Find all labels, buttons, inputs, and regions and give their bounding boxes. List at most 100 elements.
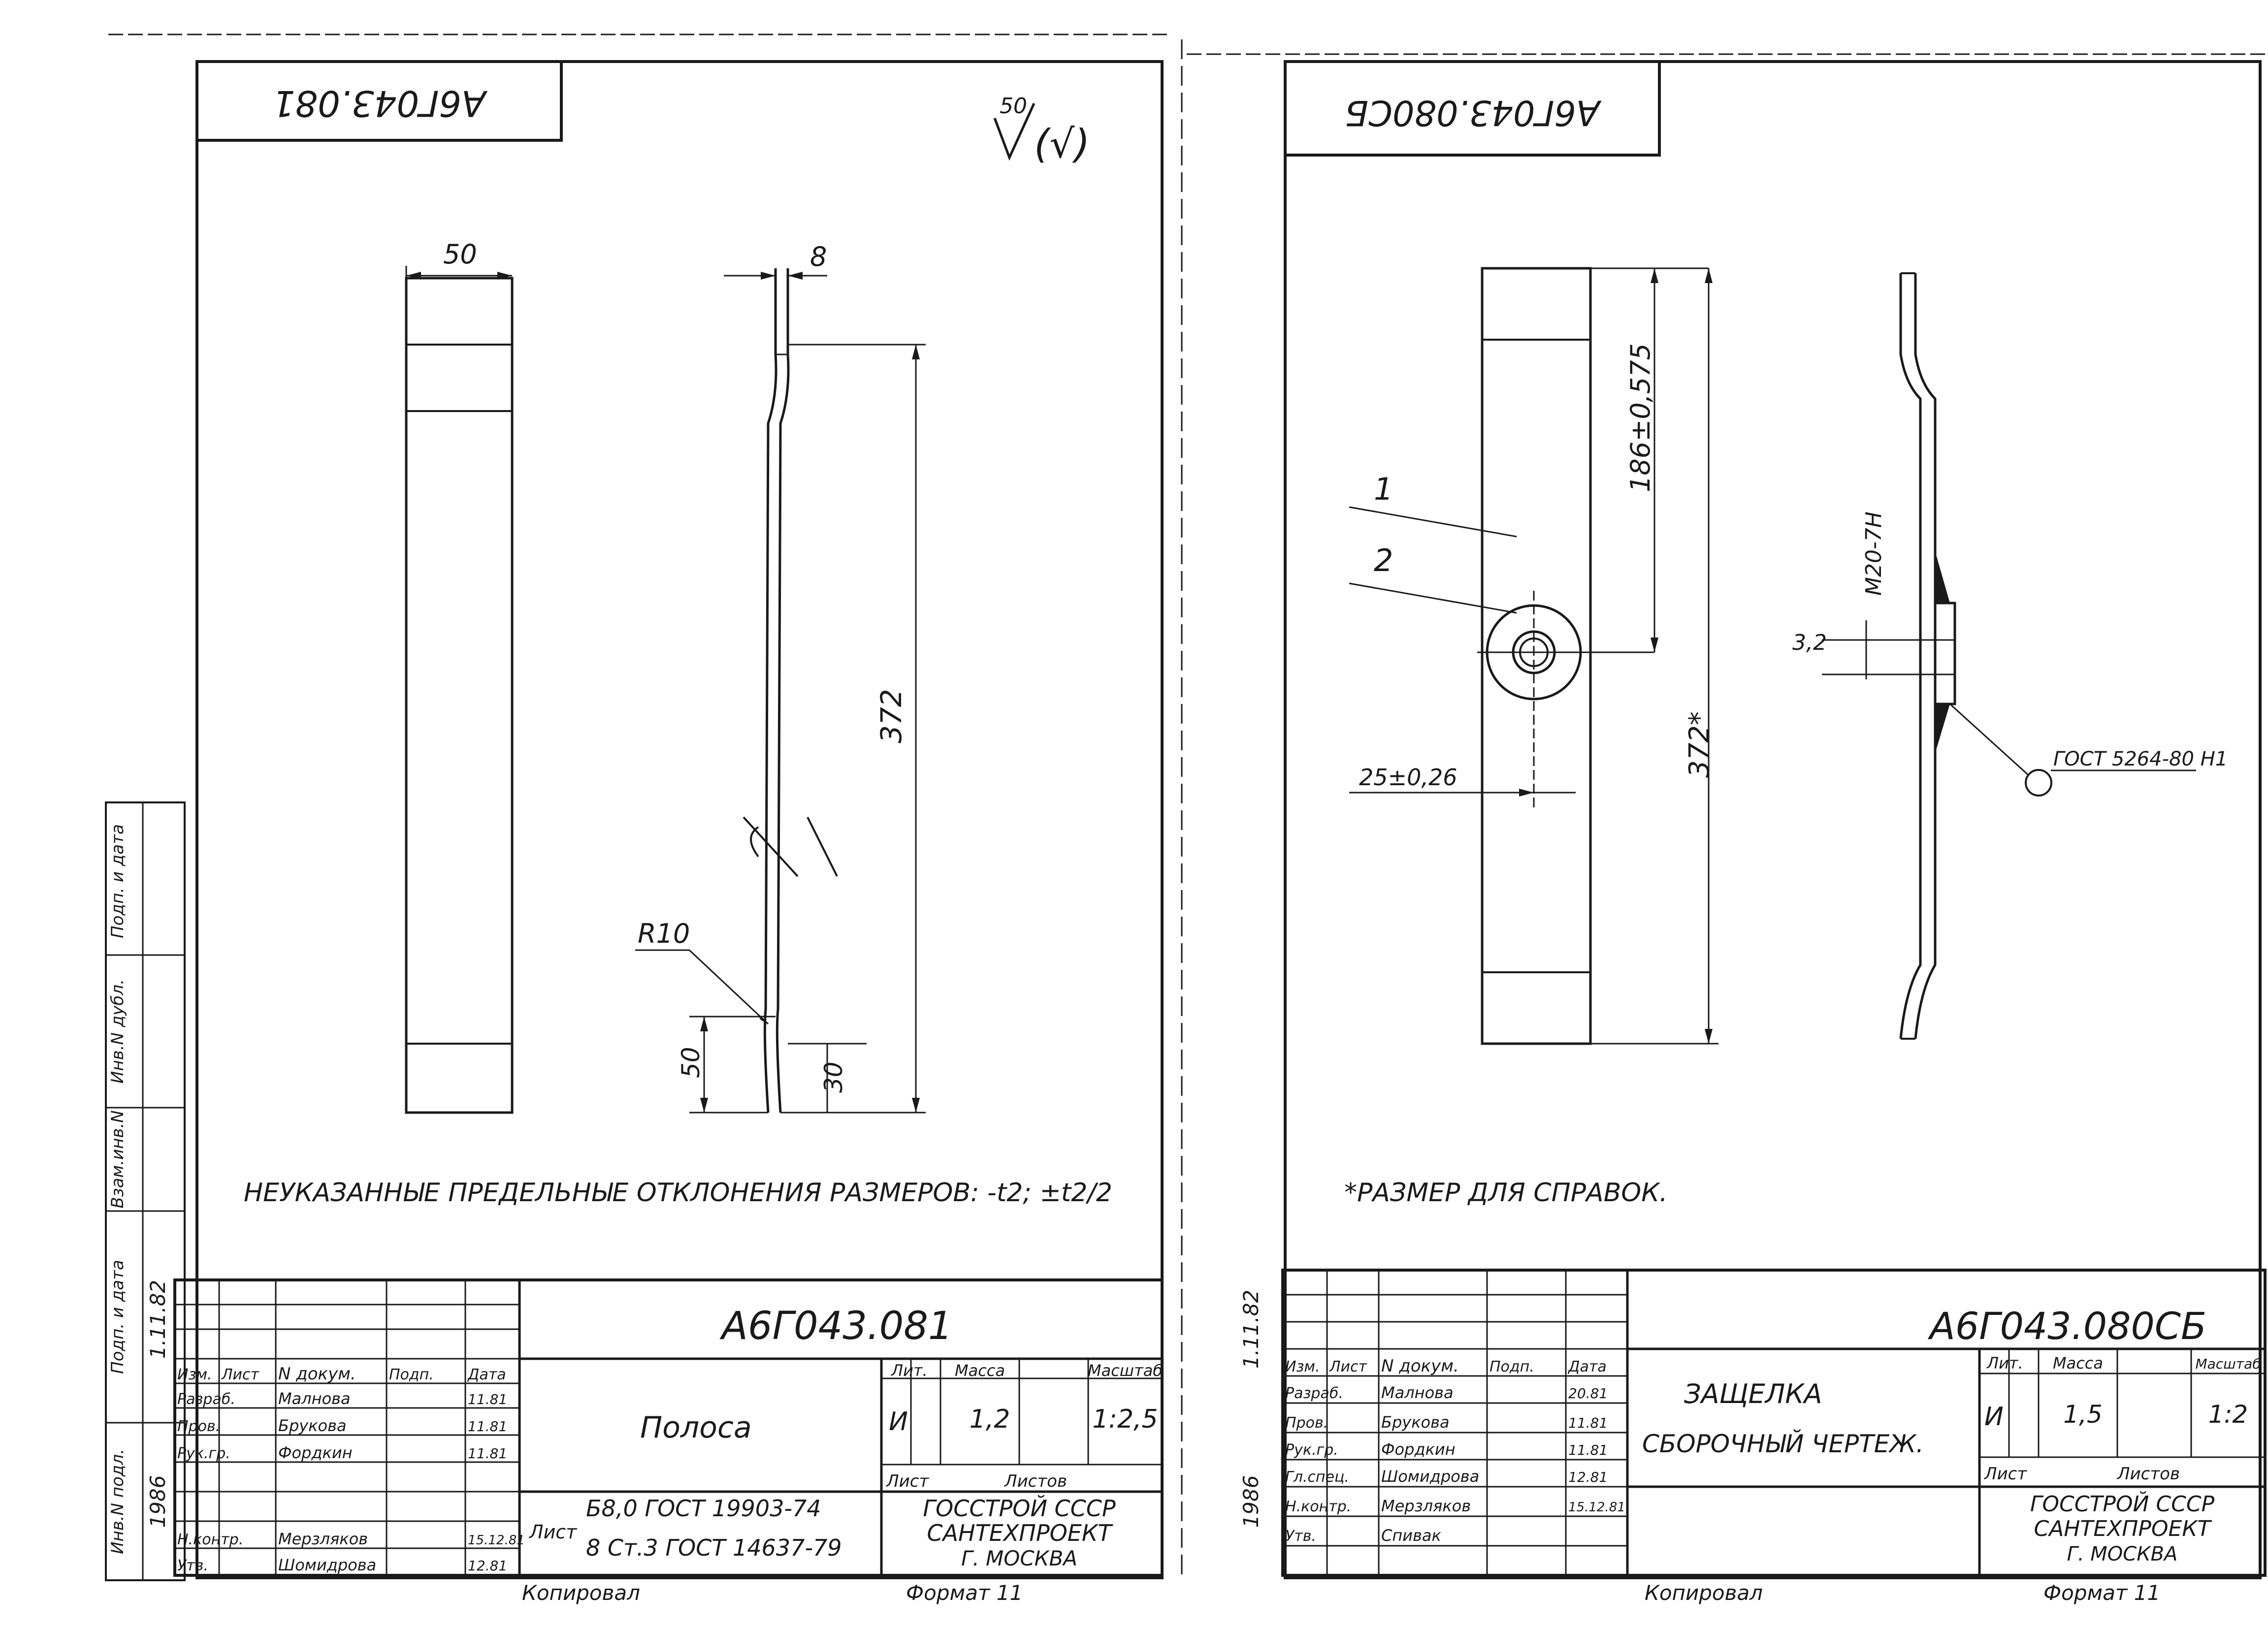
svg-text:Лит.: Лит. — [1986, 1354, 2023, 1373]
svg-text:Лит.: Лит. — [891, 1361, 928, 1380]
left-designation: А6Г043.081 — [719, 1304, 953, 1348]
svg-text:Лист: Лист — [528, 1521, 578, 1543]
svg-text:Изм.: Изм. — [1285, 1358, 1320, 1375]
svg-text:Г. МОСКВА: Г. МОСКВА — [961, 1546, 1077, 1570]
svg-text:Брукова: Брукова — [278, 1416, 347, 1435]
svg-text:Шомидрова: Шомидрова — [278, 1556, 376, 1574]
dim-bend-offset-label: 50 — [677, 1047, 705, 1078]
left-top-stamp-code: А6Г043.081 — [273, 83, 488, 124]
right-top-stamp — [1284, 60, 1661, 157]
svg-text:11.81: 11.81 — [468, 1391, 507, 1407]
svg-text:Лист: Лист — [885, 1471, 929, 1491]
left-note: НЕУКАЗАННЫЕ ПРЕДЕЛЬНЫЕ ОТКЛОНЕНИЯ РАЗМЕР… — [244, 1178, 1112, 1208]
svg-text:Брукова: Брукова — [1381, 1413, 1450, 1432]
svg-text:1,5: 1,5 — [2063, 1400, 2103, 1429]
right-top-stamp-code: А6Г043.080СБ — [1345, 93, 1602, 133]
left-top-stamp — [195, 60, 563, 142]
svg-text:Копировал: Копировал — [522, 1581, 640, 1605]
svg-text:(√): (√) — [1034, 121, 1090, 167]
right-sheet-frame — [1284, 60, 2262, 1579]
svg-text:Подп. и дата: Подп. и дата — [108, 1260, 128, 1374]
svg-text:САНТЕХПРОЕКТ: САНТЕХПРОЕКТ — [2034, 1516, 2212, 1541]
svg-text:Лист: Лист — [221, 1366, 260, 1383]
svg-text:Шомидрова: Шомидрова — [1381, 1467, 1479, 1486]
svg-text:Лист: Лист — [1329, 1358, 1368, 1375]
svg-text:Листов: Листов — [1004, 1471, 1067, 1491]
svg-text:Формат 11: Формат 11 — [2043, 1581, 2160, 1605]
dim-offset-label: 25±0,26 — [1359, 764, 1458, 791]
svg-text:И: И — [1984, 1402, 2004, 1432]
right-sheet: А6Г043.080СБ 186±0,575 372* — [1187, 53, 2267, 1605]
svg-text:Подп.: Подп. — [1490, 1358, 1534, 1375]
svg-text:Масса: Масса — [2053, 1354, 2103, 1373]
strip-side-view: 8 372 50 30 R10 — [635, 241, 926, 1114]
svg-text:Г. МОСКВА: Г. МОСКВА — [2067, 1543, 2178, 1565]
svg-text:Изм.: Изм. — [177, 1366, 212, 1383]
svg-text:САНТЕХПРОЕКТ: САНТЕХПРОЕКТ — [927, 1520, 1113, 1546]
svg-text:N докум.: N докум. — [278, 1364, 356, 1384]
svg-text:Лист: Лист — [1983, 1464, 2027, 1484]
svg-text:11.81: 11.81 — [1568, 1442, 1608, 1458]
dim-bottom-label: 30 — [819, 1061, 848, 1093]
svg-text:Гл.спец.: Гл.спец. — [1285, 1468, 1349, 1486]
svg-text:И: И — [889, 1407, 908, 1436]
strip-plan-view: 50 — [405, 239, 514, 1114]
plate-side-view: М20-7Н 3,2 ГОСТ 5264-80 Н1 — [1792, 272, 2228, 1040]
dim-thickness-label: 8 — [810, 241, 827, 272]
plate-plan-view: 186±0,575 372* 25±0,26 1 2 — [1349, 267, 1718, 1045]
svg-text:20.81: 20.81 — [1568, 1385, 1608, 1402]
svg-text:1:2,5: 1:2,5 — [1092, 1405, 1158, 1434]
svg-text:Н.контр.: Н.контр. — [177, 1531, 243, 1548]
svg-text:1.11.82: 1.11.82 — [146, 1280, 170, 1359]
svg-text:1986: 1986 — [146, 1475, 170, 1528]
svg-text:Разраб.: Разраб. — [177, 1391, 235, 1408]
svg-text:11.81: 11.81 — [468, 1418, 507, 1435]
svg-text:Мерзляков: Мерзляков — [278, 1530, 368, 1548]
svg-text:Н.контр.: Н.контр. — [1285, 1498, 1351, 1515]
svg-text:50: 50 — [1000, 94, 1027, 119]
callout-2: 2 — [1374, 543, 1393, 578]
roughness-sign: 50 (√) — [993, 94, 1090, 167]
svg-text:Б8,0 ГОСТ 19903-74: Б8,0 ГОСТ 19903-74 — [586, 1495, 821, 1522]
svg-text:Дата: Дата — [467, 1366, 506, 1383]
svg-text:Подп. и дата: Подп. и дата — [108, 824, 128, 938]
svg-text:ГОССТРОЙ СССР: ГОССТРОЙ СССР — [923, 1495, 1116, 1522]
right-title-block: Изм. Лист N докум. Подп. Дата Разраб. Ма… — [1281, 1269, 2267, 1577]
right-part-name-2: СБОРОЧНЫЙ ЧЕРТЕЖ. — [1642, 1429, 1924, 1458]
svg-text:Пров.: Пров. — [177, 1418, 220, 1435]
svg-text:Инв.N подл.: Инв.N подл. — [108, 1449, 128, 1554]
svg-text:Копировал: Копировал — [1645, 1581, 1763, 1605]
svg-text:Масса: Масса — [955, 1361, 1005, 1380]
svg-text:Мерзляков: Мерзляков — [1381, 1497, 1471, 1515]
svg-text:Инв.N дубл.: Инв.N дубл. — [108, 979, 128, 1084]
dim-width-label: 50 — [443, 239, 477, 270]
left-title-block: Изм. Лист N докум. Подп. Дата Разраб. Ма… — [173, 1278, 1164, 1577]
svg-text:Спивак: Спивак — [1381, 1526, 1442, 1545]
svg-text:Пров.: Пров. — [1285, 1414, 1328, 1432]
right-part-name-1: ЗАЩЕЛКА — [1684, 1378, 1822, 1409]
left-sheet: А6Г043.081 50 (√) 50 — [105, 33, 1183, 1605]
svg-text:N докум.: N докум. — [1381, 1356, 1459, 1376]
svg-text:1,2: 1,2 — [970, 1405, 1010, 1434]
svg-text:Разраб.: Разраб. — [1285, 1385, 1343, 1402]
weld-ref-label: ГОСТ 5264-80 Н1 — [2053, 748, 2228, 770]
svg-text:Масштаб: Масштаб — [1088, 1361, 1163, 1380]
left-side-stamp: Подп. и дата Инв.N дубл. Взам.инв.N Подп… — [105, 801, 186, 1581]
svg-text:Утв.: Утв. — [1285, 1528, 1316, 1545]
svg-text:Фордкин: Фордкин — [278, 1443, 353, 1462]
svg-text:8 Ст.3 ГОСТ 14637-79: 8 Ст.3 ГОСТ 14637-79 — [586, 1534, 842, 1561]
svg-text:Взам.инв.N: Взам.инв.N — [108, 1110, 128, 1208]
svg-text:Листов: Листов — [2116, 1464, 2180, 1484]
svg-text:11.81: 11.81 — [468, 1445, 507, 1462]
svg-text:Масштаб: Масштаб — [2195, 1356, 2261, 1372]
svg-text:15.12.81: 15.12.81 — [1568, 1500, 1625, 1515]
right-note: *РАЗМЕР ДЛЯ СПРАВОК. — [1344, 1178, 1668, 1208]
svg-text:Рук.гр.: Рук.гр. — [1285, 1441, 1338, 1459]
svg-text:1.11.82: 1.11.82 — [1239, 1290, 1263, 1369]
svg-text:Дата: Дата — [1567, 1358, 1607, 1375]
svg-text:Подп.: Подп. — [389, 1366, 434, 1383]
callout-1: 1 — [1374, 471, 1393, 507]
left-sheet-frame — [195, 60, 1164, 1579]
svg-text:15.12.81: 15.12.81 — [468, 1533, 525, 1548]
